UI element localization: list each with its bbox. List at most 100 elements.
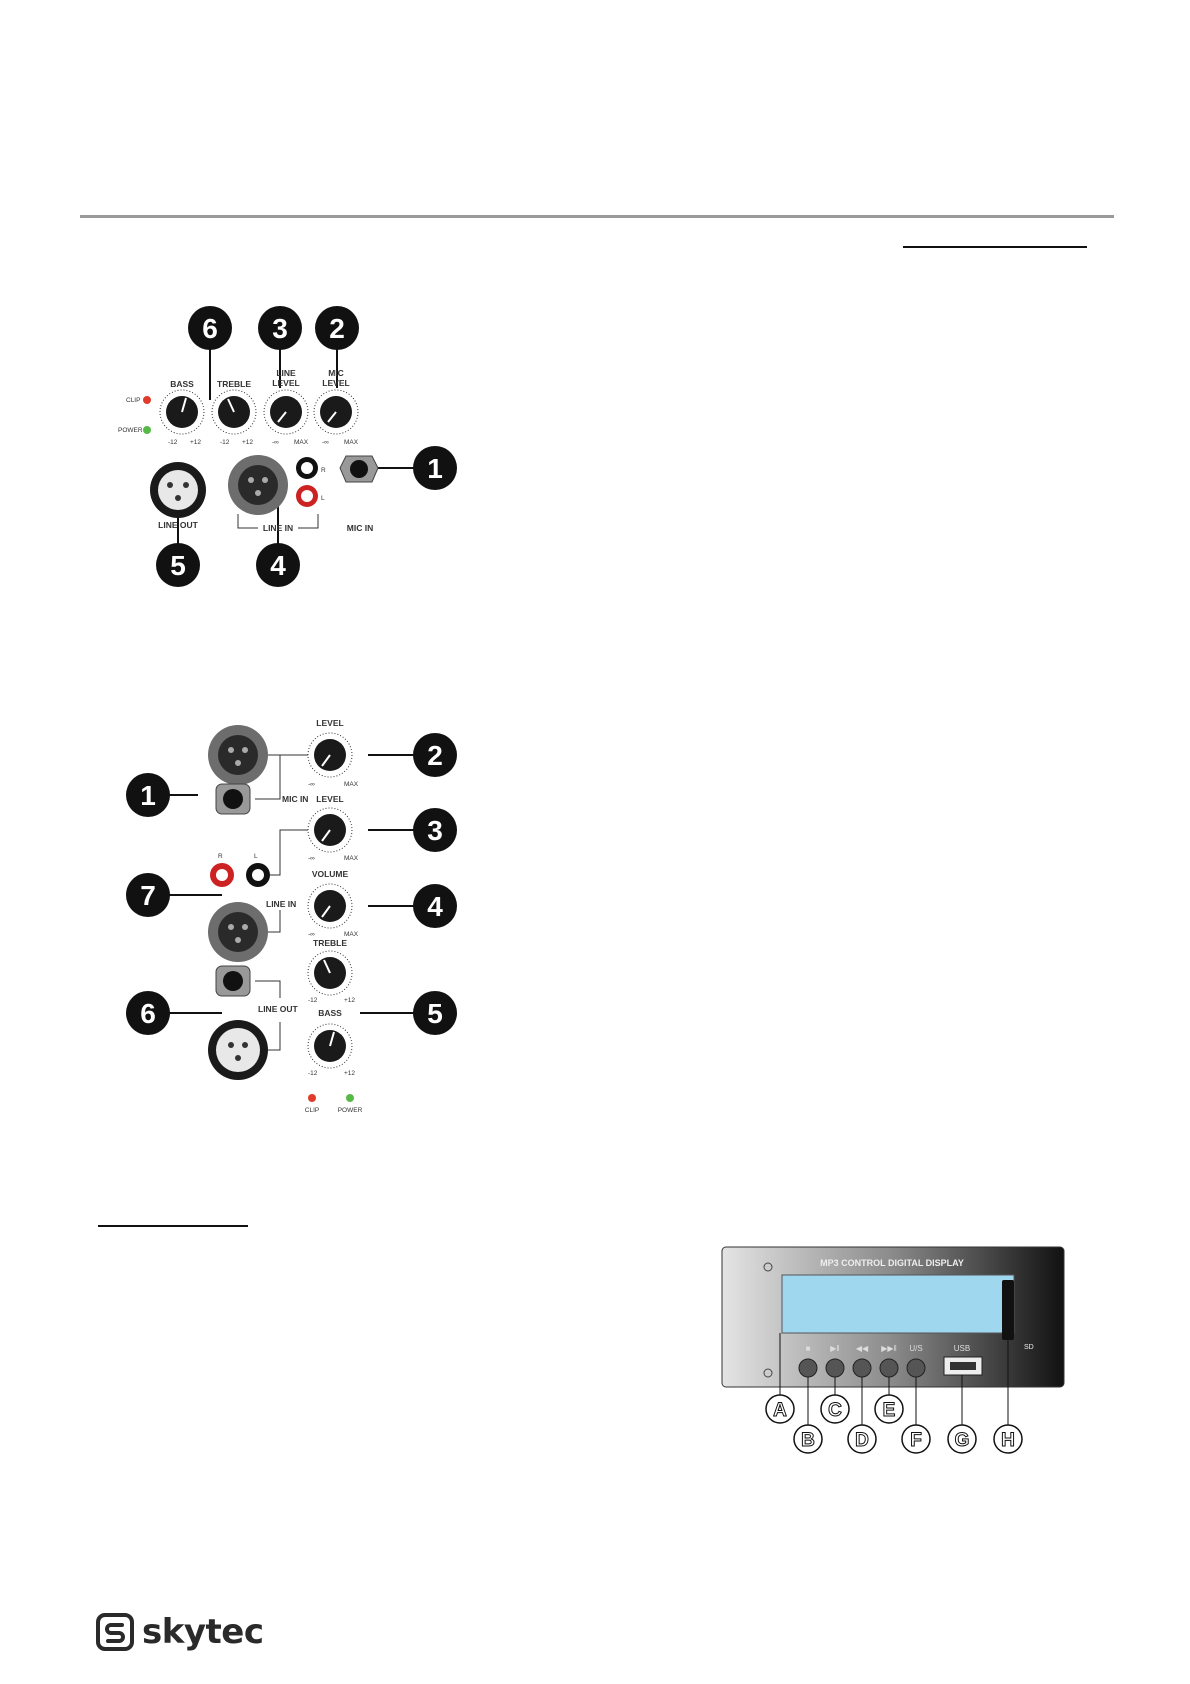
clip-label: CLIP	[126, 397, 140, 404]
svg-text:SD: SD	[1024, 1344, 1034, 1351]
treble-knob	[211, 389, 257, 435]
svg-text:◀◀: ◀◀	[856, 1344, 869, 1353]
svg-text:F: F	[910, 1430, 922, 1451]
svg-text:LEVEL: LEVEL	[272, 378, 299, 388]
mic-in-label: MIC IN	[282, 794, 308, 804]
svg-text:E: E	[883, 1400, 896, 1421]
svg-text:7: 7	[140, 880, 156, 911]
svg-text:+12: +12	[190, 439, 201, 446]
callout-5: 5	[413, 991, 457, 1035]
logo-text: skytec	[142, 1612, 264, 1652]
label-d: D	[847, 1424, 877, 1454]
svg-text:5: 5	[170, 550, 186, 581]
callout-3: 3	[258, 306, 302, 350]
power-led	[346, 1094, 354, 1102]
heading-underline	[903, 246, 1087, 248]
label-h: H	[993, 1424, 1023, 1454]
svg-text:LEVEL: LEVEL	[316, 718, 343, 728]
svg-text:D: D	[855, 1430, 869, 1451]
mp3-control-panel: MP3 CONTROL DIGITAL DISPLAY SD ■ ▶‖ ◀◀ ▶…	[721, 1246, 1065, 1454]
svg-text:LEVEL: LEVEL	[322, 378, 349, 388]
label-g: G	[947, 1424, 977, 1454]
mic-level-knob	[307, 732, 353, 778]
mic-level-label: MIC	[328, 368, 344, 378]
rca-jack-r	[210, 863, 234, 887]
svg-text:R: R	[218, 853, 223, 860]
svg-text:+12: +12	[344, 997, 355, 1004]
line-level-knob	[263, 389, 309, 435]
svg-text:4: 4	[427, 891, 443, 922]
lcd-display	[781, 1274, 1015, 1334]
svg-text:POWER: POWER	[338, 1107, 363, 1114]
svg-text:L: L	[254, 853, 258, 860]
label-f: F	[901, 1424, 931, 1454]
label-c: C	[820, 1394, 850, 1424]
line-out-xlr-jack	[208, 1020, 268, 1080]
svg-text:6: 6	[202, 313, 218, 344]
svg-text:4: 4	[270, 550, 286, 581]
callout-5: 5	[156, 543, 200, 587]
mic-level-knob	[313, 389, 359, 435]
line-in-xlr-jack	[208, 902, 268, 962]
svg-text:L: L	[321, 495, 325, 502]
svg-text:-∞: -∞	[272, 439, 279, 446]
label-b: B	[793, 1424, 823, 1454]
svg-text:5: 5	[427, 998, 443, 1029]
svg-text:MAX: MAX	[344, 781, 359, 788]
bass-label: BASS	[170, 379, 194, 389]
treble-label: TREBLE	[217, 379, 251, 389]
svg-text:MAX: MAX	[344, 439, 359, 446]
svg-text:6: 6	[140, 998, 156, 1029]
svg-text:B: B	[801, 1430, 815, 1451]
svg-text:▶‖: ▶‖	[830, 1344, 839, 1353]
callout-1: 1	[126, 773, 170, 817]
svg-text:▶▶‖: ▶▶‖	[881, 1344, 897, 1353]
svg-text:MAX: MAX	[344, 855, 359, 862]
mic-in-label: MIC IN	[347, 523, 373, 533]
svg-text:U/S: U/S	[909, 1344, 922, 1353]
svg-text:+12: +12	[242, 439, 253, 446]
svg-text:■: ■	[806, 1344, 811, 1353]
clip-led	[143, 396, 151, 404]
svg-text:BASS: BASS	[318, 1008, 342, 1018]
rca-jack-r	[296, 457, 318, 479]
sd-slot	[1002, 1280, 1014, 1340]
label-e: E	[874, 1394, 904, 1424]
rear-panel-diagram-2: 2 1 3 7 4 6 5 MIC IN LEVEL -∞MAX LEVEL -…	[126, 718, 457, 1114]
svg-text:MAX: MAX	[344, 931, 359, 938]
mic-in-jack	[339, 455, 379, 483]
svg-text:VOLUME: VOLUME	[312, 869, 349, 879]
mp3-title: MP3 CONTROL DIGITAL DISPLAY	[820, 1258, 964, 1268]
line-out-label: LINE OUT	[158, 520, 198, 530]
heading-underline	[98, 1225, 248, 1227]
volume-knob	[307, 883, 353, 929]
svg-text:USB: USB	[954, 1344, 970, 1353]
svg-text:+12: +12	[344, 1070, 355, 1077]
rca-jack-l	[296, 485, 318, 507]
callout-2: 2	[315, 306, 359, 350]
power-led	[143, 426, 151, 434]
header-rule	[80, 215, 1114, 218]
line-level-label: LINE	[276, 368, 296, 378]
svg-text:3: 3	[427, 815, 443, 846]
power-label: POWER	[118, 427, 143, 434]
svg-text:LEVEL: LEVEL	[316, 794, 343, 804]
callout-4: 4	[256, 543, 300, 587]
callout-6: 6	[126, 991, 170, 1035]
clip-led	[308, 1094, 316, 1102]
line-in-combo-jack	[228, 455, 288, 515]
skytec-logo: skytec	[96, 1612, 264, 1652]
rca-jack-l	[246, 863, 270, 887]
svg-text:A: A	[773, 1400, 787, 1421]
svg-text:1: 1	[427, 453, 443, 484]
callout-6: 6	[188, 306, 232, 350]
svg-text:G: G	[955, 1430, 970, 1451]
mic-in-xlr-jack	[208, 725, 268, 785]
callout-2: 2	[413, 733, 457, 777]
bass-knob	[307, 1023, 353, 1069]
callout-3: 3	[413, 808, 457, 852]
callout-4: 4	[413, 884, 457, 928]
svg-text:-12: -12	[168, 439, 178, 446]
svg-text:R: R	[321, 467, 326, 474]
svg-text:-12: -12	[308, 997, 318, 1004]
